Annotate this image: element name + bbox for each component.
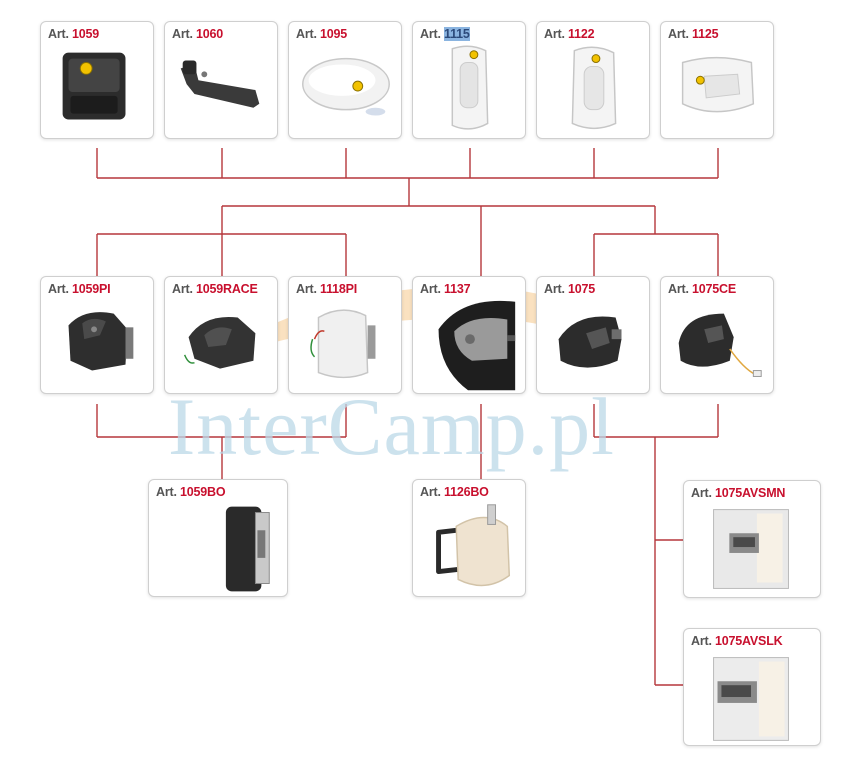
product-card-1115[interactable]: Art. 1115 [412,21,526,139]
striker-plate-icon [713,657,789,741]
card-label: Art. 1125 [668,27,719,41]
black-striker-icon [225,506,270,592]
black-round-lock-icon [558,316,622,368]
card-label: Art. 1059PI [48,282,111,296]
black-lock-wired-icon [678,313,762,377]
product-card-1118pi[interactable]: Art. 1118PI [288,276,402,394]
product-card-1059[interactable]: Art. 1059 [40,21,154,139]
card-label: Art. 1075CE [668,282,736,296]
card-label: Art. 1122 [544,27,595,41]
white-compact-lock-icon [681,56,755,113]
product-card-1075ce[interactable]: Art. 1075CE [660,276,774,394]
beige-striker-icon [436,504,511,587]
card-label: Art. 1118PI [296,282,358,296]
card-label: Art. 1059 [48,27,100,41]
product-card-1075[interactable]: Art. 1075 [536,276,650,394]
white-tall-handle-icon [451,45,489,130]
black-grey-lock-icon [438,300,516,391]
card-label: Art. 1137 [420,282,471,296]
product-card-1060[interactable]: Art. 1060 [164,21,278,139]
card-label: Art. 1075AVSMN [691,486,786,500]
white-tall-handle-icon [571,46,617,130]
striker-plate-icon [713,509,789,589]
black-lock-body-icon [68,312,134,371]
card-label: Art. 1059RACE [172,282,258,296]
watermark-text: InterCamp.pl [168,381,615,472]
white-oval-lock-icon [302,57,390,116]
product-card-1059pi[interactable]: Art. 1059PI [40,276,154,394]
black-race-lock-icon [183,316,256,369]
product-card-1126bo[interactable]: Art. 1126BO [412,479,526,597]
card-label: Art. 1115 [420,27,470,41]
product-card-1059bo[interactable]: Art. 1059BO [148,479,288,597]
card-label: Art. 1095 [296,27,348,41]
product-card-1137[interactable]: Art. 1137 [412,276,526,394]
product-card-1059race[interactable]: Art. 1059RACE [164,276,278,394]
product-card-1075avslk[interactable]: Art. 1075AVSLK [683,628,821,746]
card-label: Art. 1126BO [420,485,489,499]
card-label: Art. 1075AVSLK [691,634,783,648]
black-latch-handle-icon [62,52,126,120]
black-bar-handle-icon [180,60,260,108]
product-card-1122[interactable]: Art. 1122 [536,21,650,139]
card-label: Art. 1075 [544,282,596,296]
card-label: Art. 1060 [172,27,224,41]
product-card-1095[interactable]: Art. 1095 [288,21,402,139]
white-lock-body-icon [310,309,376,379]
product-card-1075avsmn[interactable]: Art. 1075AVSMN [683,480,821,598]
card-label: Art. 1059BO [156,485,226,499]
product-card-1125[interactable]: Art. 1125 [660,21,774,139]
